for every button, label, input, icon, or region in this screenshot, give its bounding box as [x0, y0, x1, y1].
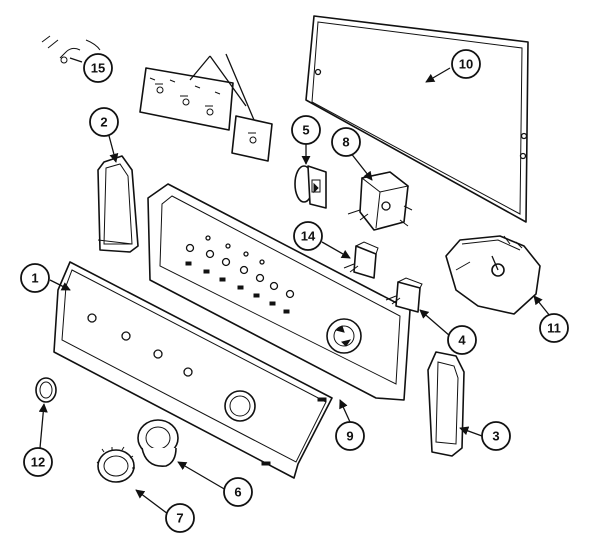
part-12-small-knob [35, 377, 57, 403]
part-5-knob-insert [294, 165, 327, 209]
callout-7: 7 [165, 503, 195, 533]
svg-text:9: 9 [346, 429, 353, 444]
svg-text:10: 10 [459, 57, 473, 72]
part-2-left-end-cap [97, 155, 139, 253]
callout-5: 5 [291, 115, 321, 145]
callout-14: 14 [293, 221, 323, 251]
svg-text:3: 3 [492, 429, 499, 444]
svg-text:4: 4 [458, 333, 466, 348]
svg-text:1: 1 [31, 271, 38, 286]
leader-lines [38, 57, 551, 515]
part-15-clip [41, 35, 101, 64]
svg-text:14: 14 [301, 229, 316, 244]
circuit-cards [139, 53, 273, 162]
callout-6: 6 [223, 477, 253, 507]
part-8-timer [347, 171, 413, 231]
svg-text:11: 11 [547, 321, 561, 336]
part-10-back-panel [305, 15, 529, 223]
callout-9: 9 [335, 421, 365, 451]
part-3-right-end-cap [427, 351, 465, 457]
callout-8: 8 [331, 127, 361, 157]
part-4-switch [385, 277, 423, 313]
callout-2: 2 [89, 107, 119, 137]
svg-text:2: 2 [100, 115, 107, 130]
callout-4: 4 [447, 325, 477, 355]
callout-11: 11 [539, 313, 569, 343]
svg-text:8: 8 [342, 135, 349, 150]
part-6-knob [137, 419, 179, 467]
callout-15: 15 [83, 53, 113, 83]
part-14-switch [343, 241, 379, 279]
callout-1: 1 [20, 263, 50, 293]
svg-text:7: 7 [176, 511, 183, 526]
callout-12: 12 [23, 447, 53, 477]
svg-text:15: 15 [91, 61, 105, 76]
part-7-dial-knob [96, 446, 135, 483]
callout-10: 10 [451, 49, 481, 79]
svg-text:12: 12 [31, 455, 45, 470]
svg-text:5: 5 [302, 123, 309, 138]
part-11-motor-assembly [445, 235, 541, 315]
svg-text:6: 6 [234, 485, 241, 500]
callout-3: 3 [481, 421, 511, 451]
